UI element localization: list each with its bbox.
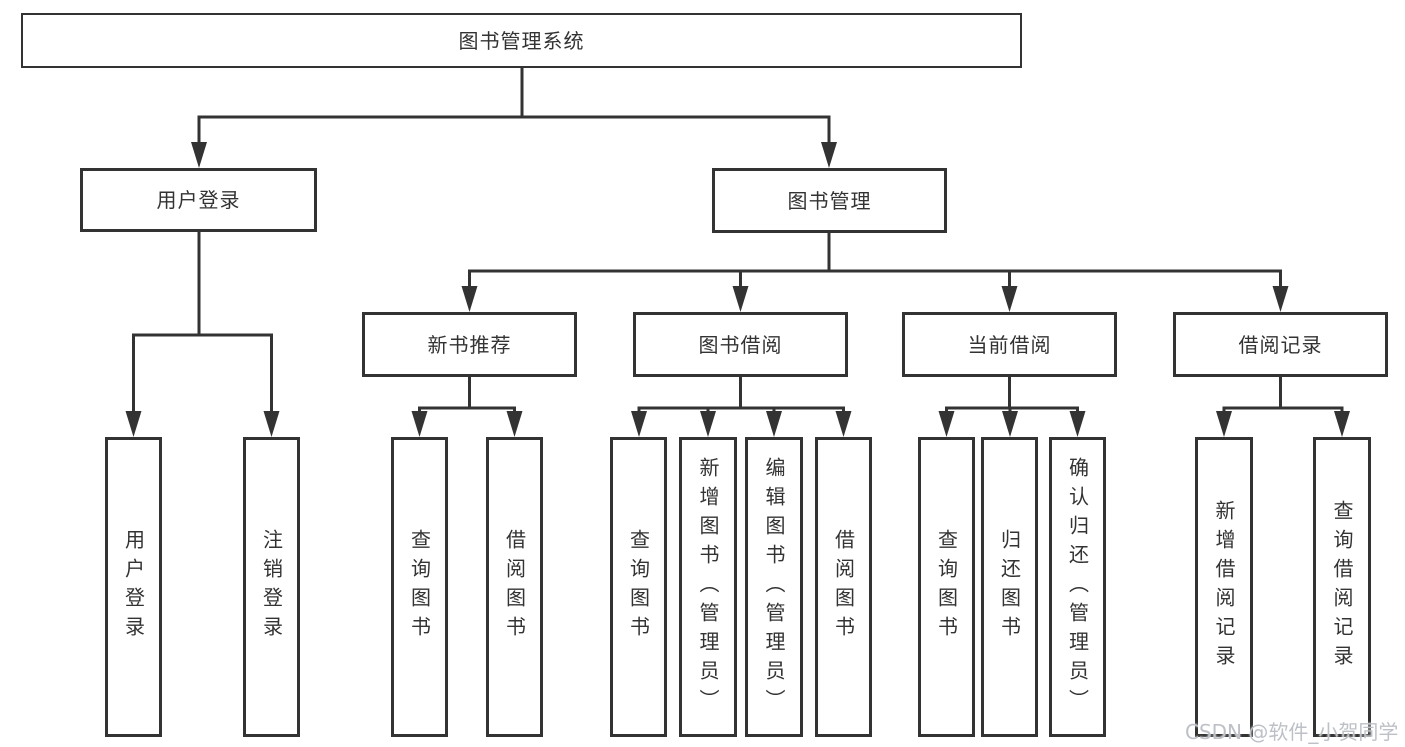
leaf-confirm-return-admin: 确认归还（管理员） xyxy=(1049,437,1106,737)
arrow xyxy=(1002,411,1018,437)
leaf-label: 查询图书 xyxy=(626,529,651,645)
arrow xyxy=(411,411,428,437)
arrow xyxy=(700,411,716,437)
leaf-label: 借阅图书 xyxy=(502,529,527,645)
leaf-user-login: 用户登录 xyxy=(105,437,162,737)
arrow xyxy=(1272,286,1289,312)
leaf-query-borrow-record: 查询借阅记录 xyxy=(1313,437,1371,737)
edge-root-branch xyxy=(197,115,831,148)
edge-login-branch xyxy=(132,333,273,418)
watermark-csdn: CSDN @软件_小贺同学 xyxy=(1185,720,1399,744)
node-library-management-system: 图书管理系统 xyxy=(21,13,1022,68)
node-book-management: 图书管理 xyxy=(712,168,947,233)
arrow xyxy=(461,286,478,312)
leaf-borrow-books: 借阅图书 xyxy=(815,437,872,737)
arrow xyxy=(821,142,837,168)
node-book-borrowing: 图书借阅 xyxy=(633,312,848,377)
leaf-edit-books-admin: 编辑图书（管理员） xyxy=(745,437,803,737)
arrow xyxy=(1334,411,1350,437)
arrowheads xyxy=(125,142,1350,437)
leaf-query-books-borrowing: 查询图书 xyxy=(610,437,667,737)
leaf-label: 用户登录 xyxy=(121,529,146,645)
arrow xyxy=(1069,411,1086,437)
edge-mgmt-branch xyxy=(468,269,1282,296)
leaf-label: 查询图书 xyxy=(934,529,959,645)
edge-record-branch xyxy=(1222,406,1344,418)
arrow xyxy=(1216,411,1232,437)
leaf-label: 新增借阅记录 xyxy=(1212,500,1236,674)
arrow xyxy=(1001,286,1018,312)
leaf-return-books: 归还图书 xyxy=(981,437,1038,737)
arrow xyxy=(125,411,142,437)
leaf-label: 编辑图书（管理员） xyxy=(762,456,786,718)
node-borrowing-records: 借阅记录 xyxy=(1173,312,1388,377)
leaf-query-books-recommend: 查询图书 xyxy=(391,437,448,737)
arrow xyxy=(191,142,207,168)
leaf-borrow-books-recommend: 借阅图书 xyxy=(486,437,543,737)
edge-borrow-branch xyxy=(637,406,845,418)
arrow xyxy=(506,411,523,437)
arrow xyxy=(732,286,749,312)
leaf-logout: 注销登录 xyxy=(243,437,300,737)
arrow xyxy=(631,411,647,437)
leaf-label: 注销登录 xyxy=(259,529,284,645)
leaf-label: 查询图书 xyxy=(407,529,432,645)
leaf-add-books-admin: 新增图书（管理员） xyxy=(679,437,737,737)
leaf-query-books-current: 查询图书 xyxy=(918,437,975,737)
leaf-add-borrow-record: 新增借阅记录 xyxy=(1195,437,1253,737)
arrow xyxy=(263,411,280,437)
leaf-label: 新增图书（管理员） xyxy=(696,456,720,718)
node-new-book-recommendation: 新书推荐 xyxy=(362,312,577,377)
arrow xyxy=(835,411,852,437)
edge-newbook-branch xyxy=(418,406,516,418)
arrow xyxy=(938,411,955,437)
node-user-login: 用户登录 xyxy=(80,168,317,232)
leaf-label: 归还图书 xyxy=(997,529,1022,645)
leaf-label: 借阅图书 xyxy=(831,529,856,645)
arrow xyxy=(766,411,782,437)
leaf-label: 查询借阅记录 xyxy=(1330,500,1354,674)
leaf-label: 确认归还（管理员） xyxy=(1065,456,1090,718)
node-current-borrowing: 当前借阅 xyxy=(902,312,1117,377)
